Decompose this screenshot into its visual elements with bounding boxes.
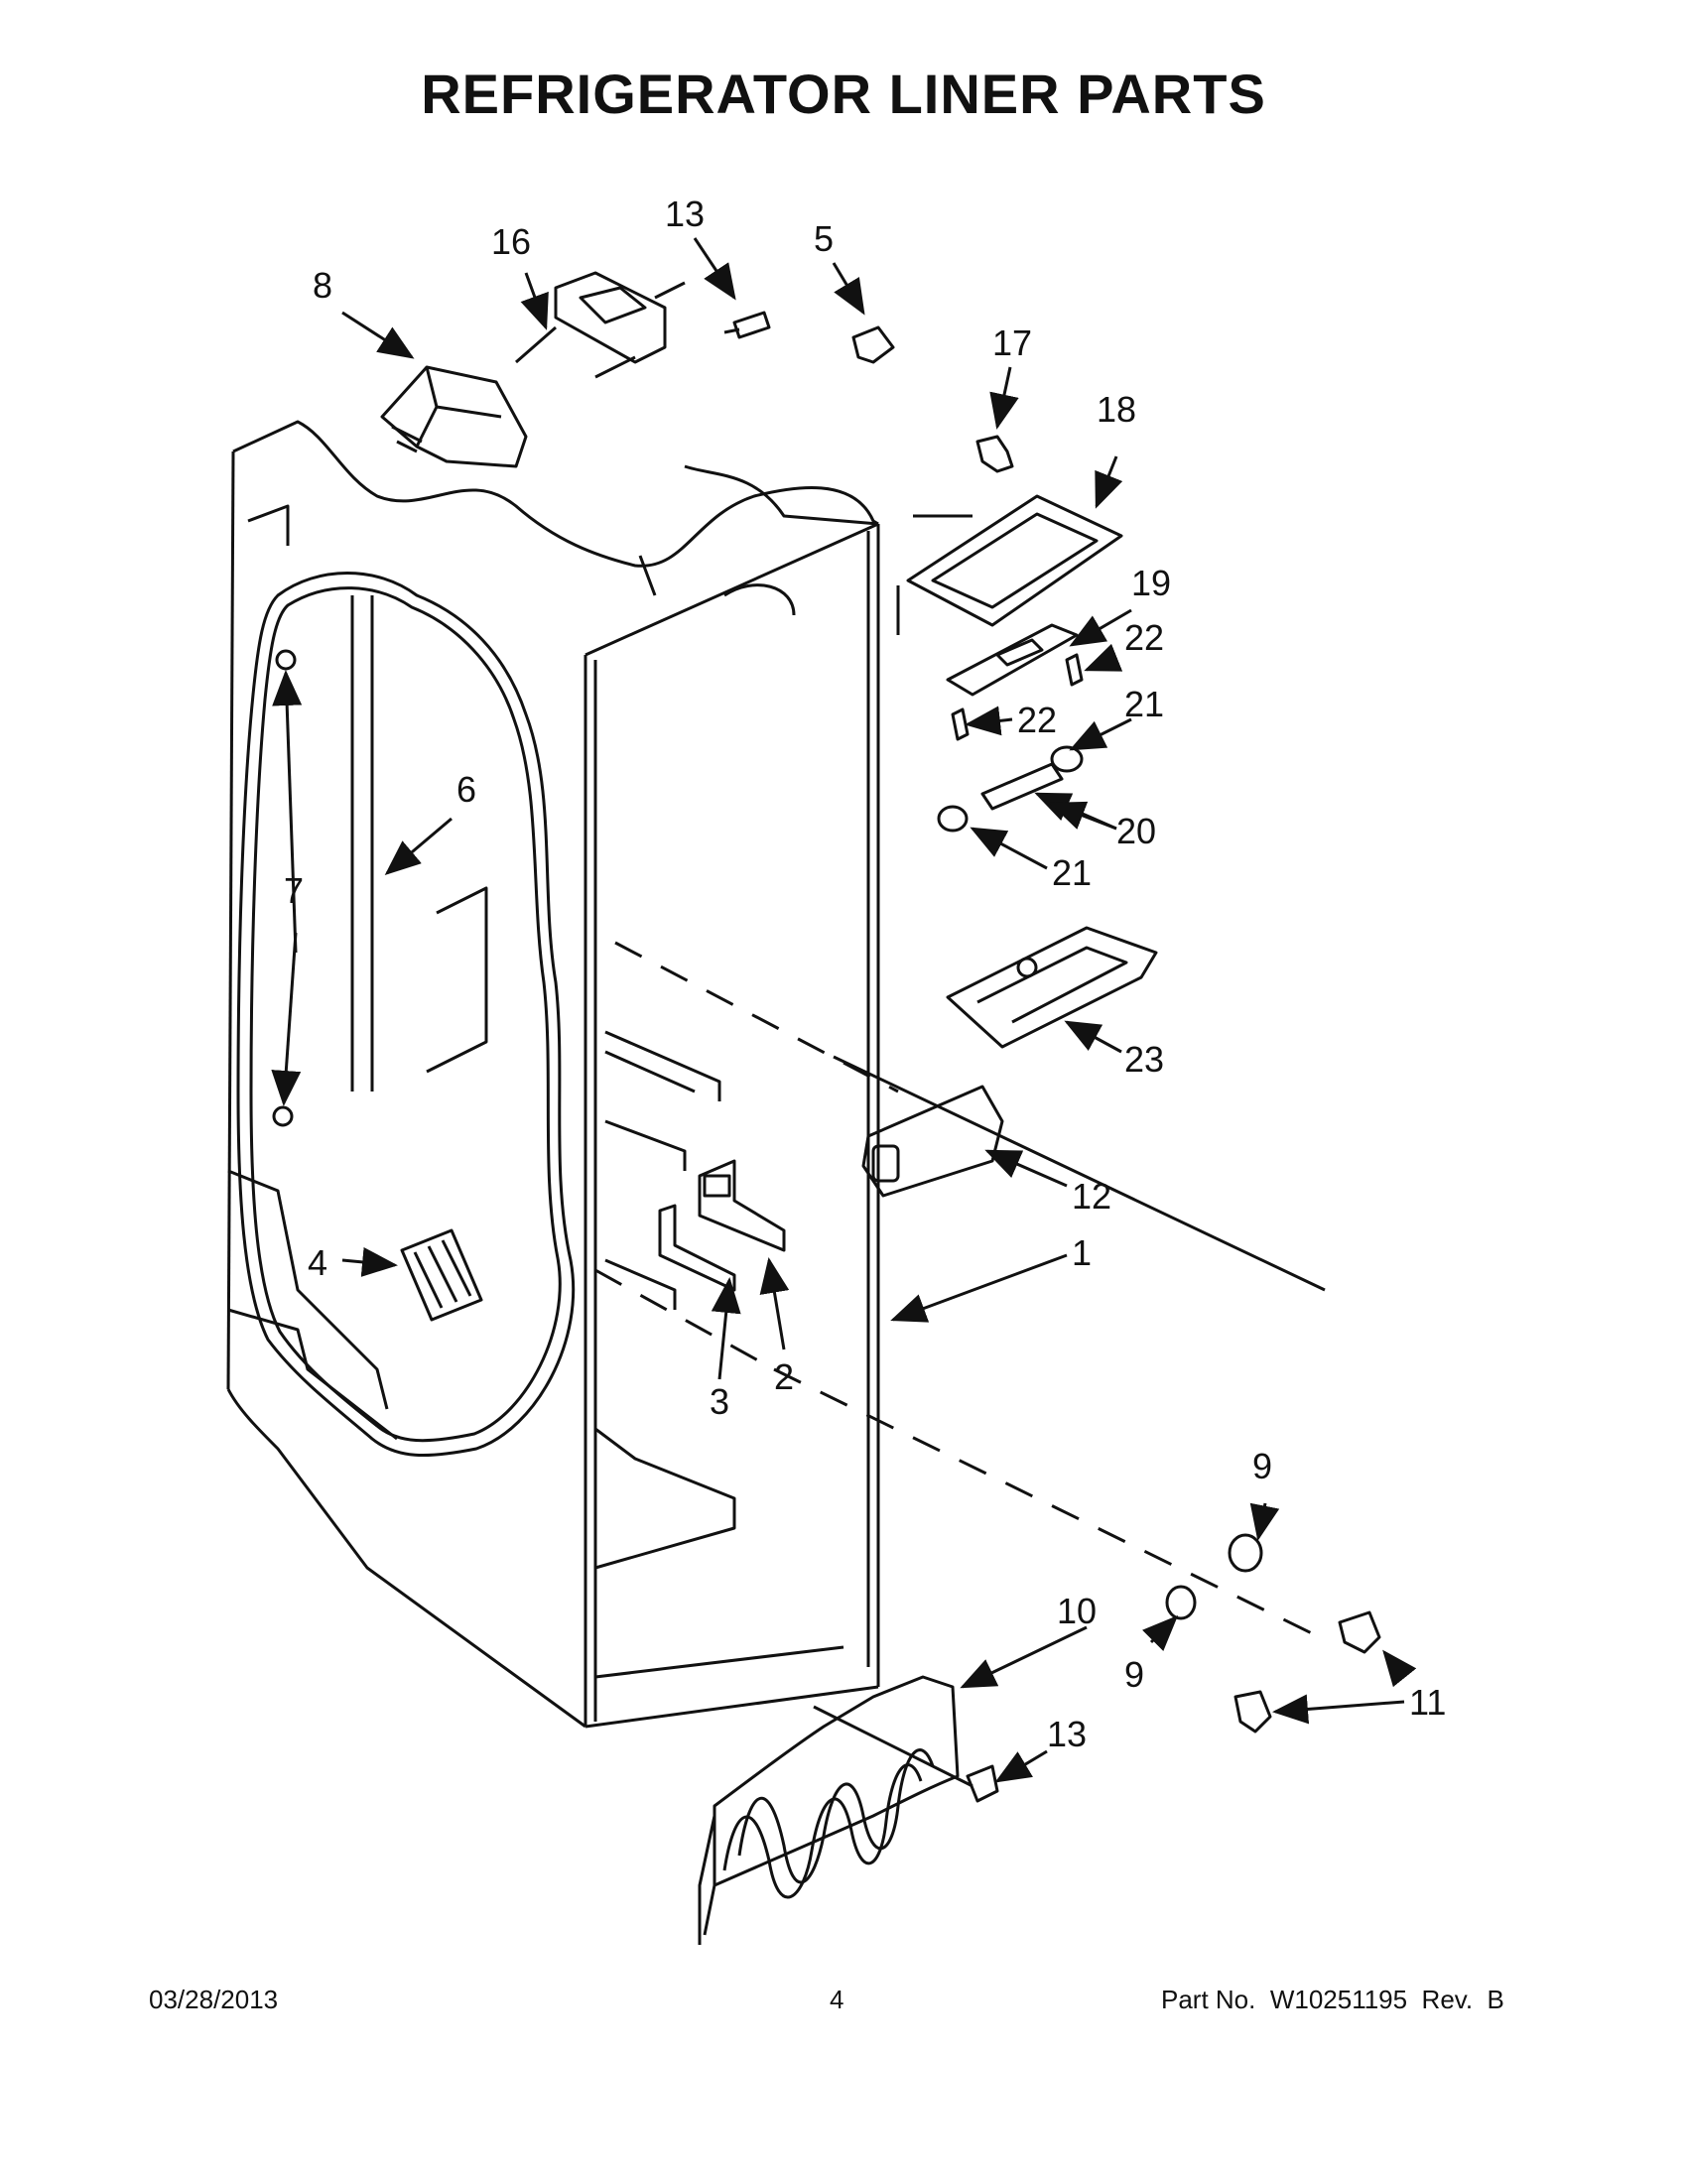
part-13-screw-bottom — [966, 1764, 999, 1803]
callout-13-bottom: 13 — [1047, 1714, 1087, 1754]
callout-22-bottom: 22 — [1017, 700, 1057, 740]
callout-labels: 8 16 13 5 17 18 19 22 22 21 20 21 6 7 23… — [284, 193, 1446, 1754]
callout-2: 2 — [774, 1356, 794, 1397]
callout-21-top: 21 — [1124, 684, 1164, 724]
part-11-plugs — [1233, 1610, 1381, 1734]
callout-21-bottom: 21 — [1052, 852, 1092, 893]
liner-cabinet — [226, 420, 880, 1729]
part-17-switch — [975, 435, 1014, 473]
part-18-light-housing — [896, 494, 1123, 635]
footer-page-number: 4 — [830, 1985, 844, 2014]
callout-17: 17 — [992, 322, 1032, 363]
callout-11: 11 — [1409, 1682, 1446, 1723]
callout-18: 18 — [1097, 389, 1136, 430]
footer-part-number: Part No. W10251195 Rev. B — [1161, 1985, 1504, 2014]
part-9-grommets — [1165, 1533, 1263, 1620]
part-8-control-housing — [380, 365, 528, 468]
callout-1: 1 — [1072, 1232, 1092, 1273]
page-title: REFRIGERATOR LINER PARTS — [421, 63, 1266, 125]
callout-9-bottom: 9 — [1124, 1654, 1144, 1695]
callout-22-top: 22 — [1124, 617, 1164, 658]
callout-13-top: 13 — [665, 193, 705, 234]
callout-10: 10 — [1057, 1591, 1097, 1631]
part-13-screw-top — [723, 311, 771, 339]
callout-16: 16 — [491, 221, 531, 262]
footer-date: 03/28/2013 — [149, 1985, 279, 2014]
part-20-socket — [980, 762, 1064, 811]
part-23-light-shield — [946, 926, 1158, 1049]
callout-19: 19 — [1131, 563, 1171, 603]
callout-12: 12 — [1072, 1176, 1111, 1217]
part-5-clip — [851, 325, 895, 364]
part-16-bracket — [515, 271, 686, 379]
part-2-3-brackets — [658, 1159, 786, 1292]
part-10-evaporator — [698, 1675, 973, 1945]
callout-5: 5 — [814, 218, 834, 259]
callout-3: 3 — [710, 1381, 729, 1422]
part-7-screws — [272, 649, 297, 1127]
callout-23: 23 — [1124, 1039, 1164, 1080]
callout-4: 4 — [308, 1242, 327, 1283]
callout-7: 7 — [284, 870, 304, 911]
callout-9-top: 9 — [1252, 1446, 1272, 1486]
part-4-vent — [400, 1228, 483, 1322]
callout-6: 6 — [456, 769, 476, 810]
part-19-lens — [946, 623, 1079, 697]
part-21-bulbs — [937, 745, 1084, 833]
callout-20: 20 — [1116, 811, 1156, 851]
callout-8: 8 — [313, 265, 332, 306]
